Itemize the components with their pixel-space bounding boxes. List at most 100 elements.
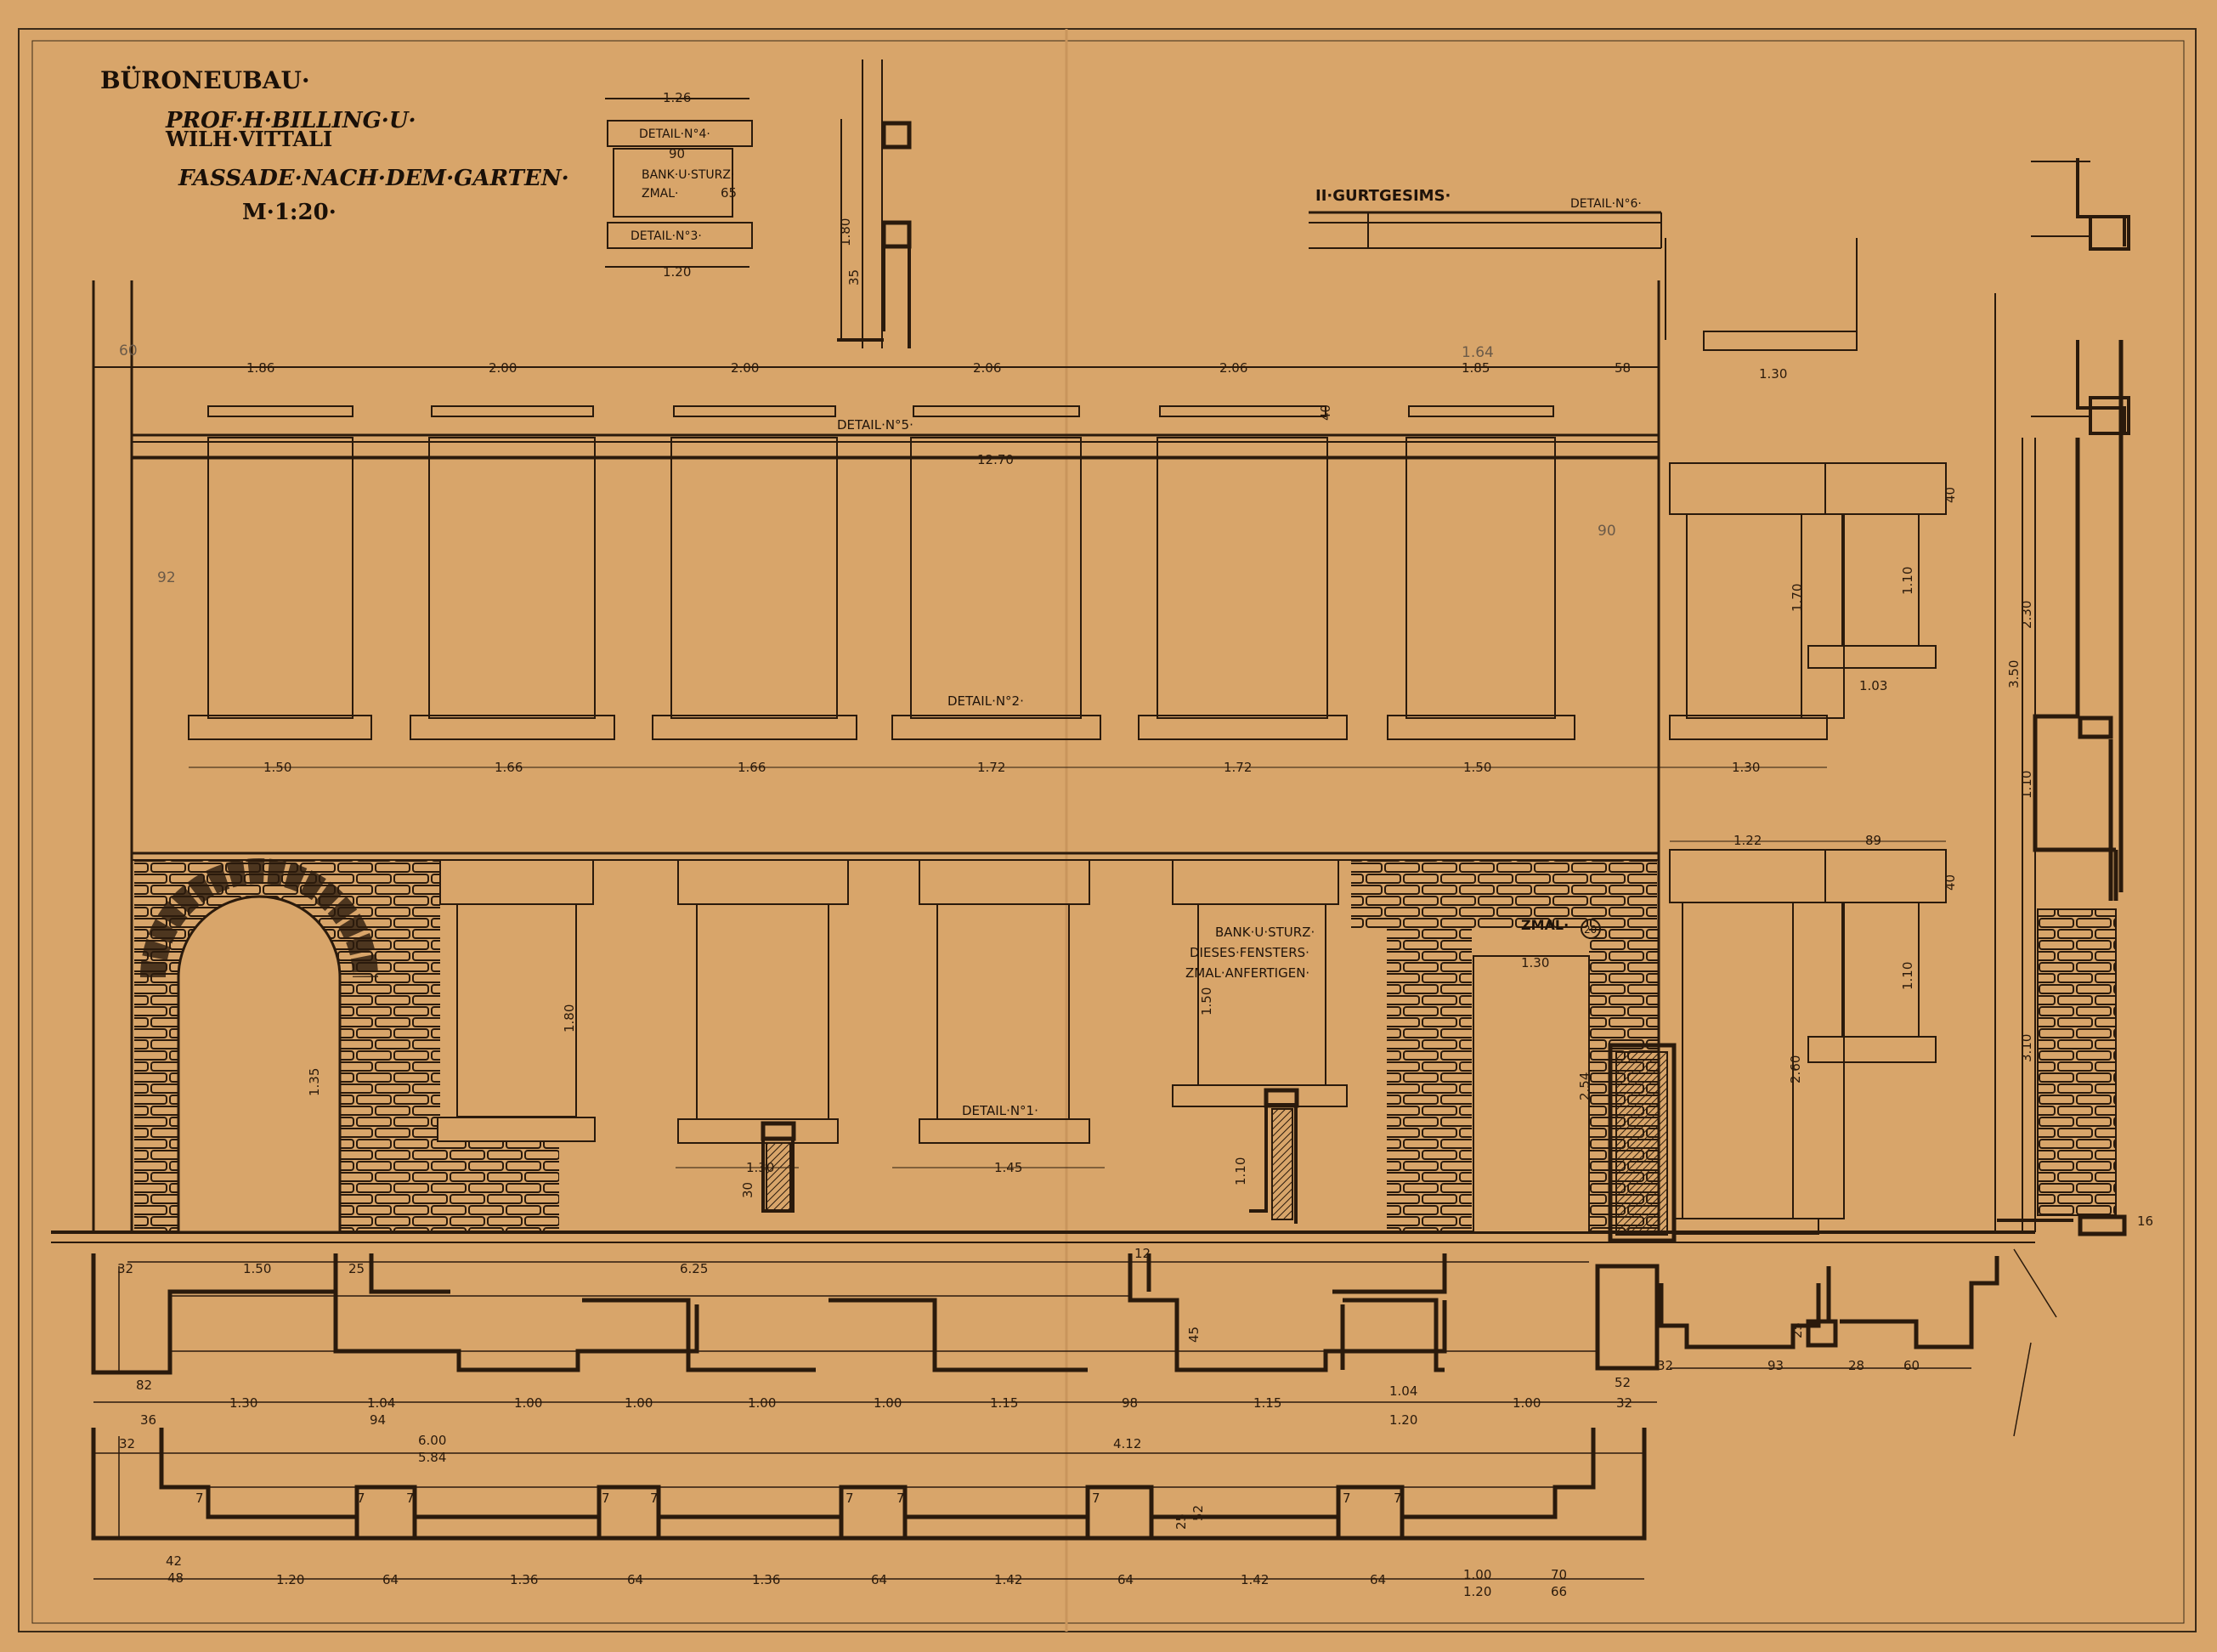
dim-planside-32: 32 (1657, 1358, 1673, 1373)
dim-plan2-b9: 1.42 (1241, 1572, 1269, 1587)
dim-plan2-600: 6.00 (418, 1433, 446, 1448)
dim-plan1-32: 32 (117, 1261, 133, 1276)
dim-lower-260: 2.60 (1788, 1055, 1803, 1083)
pier-mark-10: 7 (1394, 1491, 1402, 1506)
window-section-detail (837, 59, 912, 348)
pier-mark-8: 7 (1092, 1491, 1100, 1506)
plan-1-thin-lines (93, 1248, 2057, 1437)
dim-side-310: 3.10 (2019, 1034, 2034, 1062)
dim-lower-254: 2.54 (1577, 1072, 1592, 1100)
inner-border (31, 40, 2185, 1624)
detail-3-label: DETAIL·N°3· (631, 229, 702, 243)
dim-side-16: 16 (2137, 1214, 2153, 1229)
pencil-dim-164: 1.64 (1462, 344, 1494, 361)
gurtgesims-label: II·GURTGESIMS· (1315, 187, 1451, 205)
zmal-label-top: ZMAL· (642, 187, 679, 201)
dim-plan1-b7: 1.15 (990, 1395, 1018, 1411)
dim-lower-side-110: 1.10 (1900, 962, 1915, 990)
detail-2-label: DETAIL·N°2· (947, 693, 1024, 709)
dim-sill-2: 1.66 (495, 760, 523, 775)
dim-plan1-b3: 1.00 (514, 1395, 542, 1411)
dim-plan2-b11: 1.00 (1463, 1567, 1491, 1582)
dim-plan2-b8: 64 (1117, 1572, 1134, 1587)
dim-lower-150: 1.50 (1199, 987, 1214, 1016)
dim-cornice-40: 40 (1318, 405, 1333, 421)
dim-top-7: 58 (1615, 360, 1631, 376)
title-line-3: WILH·VITTALI (165, 127, 332, 151)
upper-windows (188, 405, 1575, 740)
dim-detail4-65: 65 (721, 185, 737, 201)
dim-planside-93: 93 (1767, 1358, 1784, 1373)
detail-6-label: DETAIL·N°6· (1570, 197, 1642, 211)
dim-side-40: 40 (1943, 487, 1958, 503)
dim-plan1-b10: 1.04 (1389, 1383, 1417, 1399)
dim-side-103: 1.03 (1859, 678, 1887, 693)
dim-detail4-width: 1.26 (663, 90, 691, 105)
title-line-1: BÜRONEUBAU· (100, 65, 310, 94)
dim-top-4: 2.06 (973, 360, 1001, 376)
floor-plan-1 (91, 1253, 1999, 1375)
dim-plan2-b4: 64 (627, 1572, 643, 1587)
dim-sill-7: 1.30 (1732, 760, 1760, 775)
dim-lower-side-122: 1.22 (1733, 833, 1762, 848)
dim-sill-6: 1.50 (1463, 760, 1491, 775)
floor-plan-2 (91, 1428, 1647, 1541)
dim-lower-130c: 1.30 (746, 1160, 774, 1175)
dim-lower-110: 1.10 (1233, 1157, 1248, 1185)
dim-plan1-25: 25 (348, 1261, 365, 1276)
dim-plan1-120: 1.20 (1389, 1412, 1417, 1428)
pier-mark-9: 7 (1343, 1491, 1351, 1506)
bank-sturz-note-3: ZMAL·ANFERTIGEN· (1185, 965, 1309, 981)
title-line-2: PROF·H·BILLING·U· (165, 108, 416, 133)
dim-plan1-b2: 1.04 (367, 1395, 395, 1411)
dim-plan2-b5: 1.36 (752, 1572, 780, 1587)
dim-plan1-b5: 1.00 (748, 1395, 776, 1411)
dim-plan1-b9: 1.15 (1253, 1395, 1281, 1411)
lower-windows (437, 859, 1677, 1243)
dim-top-1: 1.86 (246, 360, 274, 376)
dim-plan2-32: 32 (119, 1436, 135, 1451)
dim-window-section-180: 1.80 (838, 218, 853, 246)
dim-plan1-150: 1.50 (243, 1261, 271, 1276)
dim-planside-28: 28 (1848, 1358, 1864, 1373)
pier-mark-7: 7 (896, 1491, 905, 1506)
dim-plan1-b4: 1.00 (625, 1395, 653, 1411)
detail-5-label: DETAIL·N°5· (837, 417, 913, 433)
dim-side-230: 2.30 (2019, 601, 2034, 629)
lower-side-window (1669, 849, 1947, 1235)
dim-plan1-36: 36 (140, 1412, 156, 1428)
dim-detail3-width: 1.20 (663, 264, 691, 280)
dim-plan2-b6: 64 (871, 1572, 887, 1587)
dim-top-3: 2.00 (731, 360, 759, 376)
dim-plan1-45: 45 (1186, 1327, 1202, 1343)
dim-lower-side-89: 89 (1865, 833, 1881, 848)
dim-plan2-b3: 1.36 (510, 1572, 538, 1587)
dim-plan1-52: 52 (1615, 1375, 1631, 1390)
dim-lower-135: 1.35 (307, 1068, 322, 1096)
pencil-dim-60: 60 (119, 342, 138, 359)
dim-plan1-b11: 1.00 (1513, 1395, 1541, 1411)
dim-side-130: 1.30 (1759, 366, 1787, 382)
outer-border (18, 28, 2197, 1632)
dim-overall-1270: 12.70 (977, 452, 1014, 467)
dim-plan2-b12: 70 (1551, 1567, 1567, 1582)
bank-sturz-note-2: DIESES·FENSTERS· (1190, 945, 1309, 960)
zmal-label-mid: ZMAL· (1521, 917, 1569, 933)
title-block: BÜRONEUBAU· PROF·H·BILLING·U· WILH·VITTA… (100, 65, 569, 225)
dim-top-6: 1.85 (1462, 360, 1490, 376)
dim-plan1-82: 82 (136, 1378, 152, 1393)
dim-sill-3: 1.66 (738, 760, 766, 775)
zmal-circle-number: 20 (1584, 924, 1597, 936)
pier-mark-3: 7 (406, 1491, 415, 1506)
title-line-4: FASSADE·NACH·DEM·GARTEN· (178, 166, 569, 191)
upper-side-window (1669, 462, 1947, 740)
dim-plan2-b10: 64 (1370, 1572, 1386, 1587)
dim-plan2-b7: 1.42 (994, 1572, 1022, 1587)
dim-plan1-b12: 32 (1616, 1395, 1632, 1411)
pier-mark-2: 7 (357, 1491, 365, 1506)
dim-plan2-b2: 64 (382, 1572, 399, 1587)
dim-plan1-b1: 1.30 (229, 1395, 257, 1411)
dim-plan1-b6: 1.00 (874, 1395, 902, 1411)
pier-mark-4: 7 (602, 1491, 610, 1506)
